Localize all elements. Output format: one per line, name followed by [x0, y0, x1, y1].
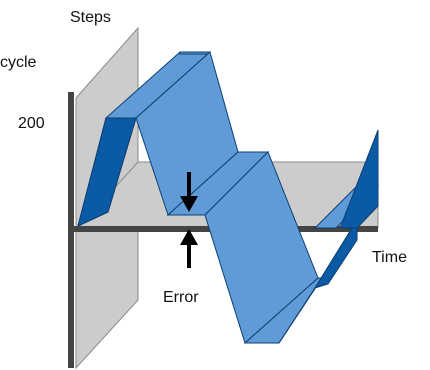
- ribbon-top-plateau: [179, 51, 211, 55]
- cycle-label: cycle: [0, 54, 37, 71]
- time-label: Time: [372, 249, 407, 266]
- steps-label: Steps: [70, 9, 111, 26]
- error-arrow-down: [180, 172, 198, 212]
- ribbon-rising-light-face: [313, 218, 358, 289]
- value-label-200: 200: [18, 115, 45, 132]
- ribbon-right-rise: [339, 129, 379, 229]
- error-arrow-up: [180, 229, 198, 268]
- vertical-axis: [68, 92, 74, 368]
- error-label: Error: [163, 289, 199, 306]
